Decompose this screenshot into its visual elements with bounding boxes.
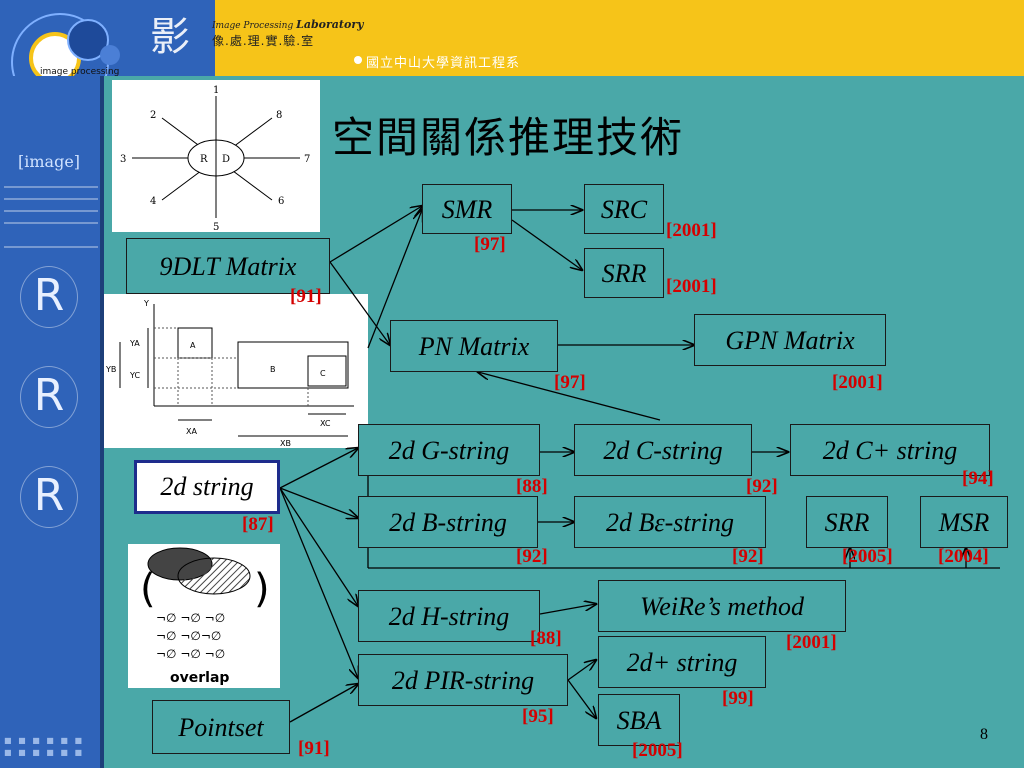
ref-src: [2001] bbox=[666, 220, 717, 241]
direction-label-4: 4 bbox=[150, 196, 156, 207]
node-9dlt-matrix[interactable]: 9DLT Matrix bbox=[126, 238, 330, 294]
node-2d-b-string[interactable]: 2d B-string bbox=[358, 496, 538, 548]
ref-msr: [2004] bbox=[938, 546, 989, 567]
node-gpn-matrix[interactable]: GPN Matrix bbox=[694, 314, 886, 366]
node-2d-pir-string[interactable]: 2d PIR-string bbox=[358, 654, 568, 706]
lab-zh-name: 像.處.理.實.驗.室 bbox=[212, 34, 315, 48]
projection-obj-a: A bbox=[190, 341, 196, 350]
lab-en-prefix: Image Processing bbox=[212, 21, 294, 31]
ref-9dlt: [91] bbox=[290, 286, 322, 307]
letter-r-wireframe-icon: R bbox=[20, 466, 78, 528]
direction-label-2: 2 bbox=[150, 110, 156, 121]
projection-figure: Y A B C YA YB YC XA XB XC bbox=[104, 294, 368, 448]
node-2d-h-string[interactable]: 2d H-string bbox=[358, 590, 540, 642]
department-name: 國立中山大學資訊工程系 bbox=[366, 56, 521, 71]
svg-text:影: 影 bbox=[150, 14, 190, 60]
logo-text: image processing bbox=[40, 67, 119, 76]
node-msr[interactable]: MSR bbox=[920, 496, 1008, 548]
direction-label-8: 8 bbox=[276, 110, 282, 121]
ref-cplus: [94] bbox=[962, 468, 994, 489]
ref-g-string: [88] bbox=[516, 476, 548, 497]
node-srr-top[interactable]: SRR bbox=[584, 248, 664, 298]
overlap-caption: overlap bbox=[170, 670, 229, 686]
ref-pir: [95] bbox=[522, 706, 554, 727]
ref-2d-string: [87] bbox=[242, 514, 274, 535]
node-2d-cplus-string[interactable]: 2d C+ string bbox=[790, 424, 990, 476]
header-logo-area: image processing 影 bbox=[0, 0, 215, 111]
ref-2d-plus: [99] bbox=[722, 688, 754, 709]
page-number: 8 bbox=[980, 726, 988, 743]
overlap-matrix-row-2: ¬∅ ¬∅¬∅ bbox=[156, 629, 221, 643]
projection-obj-b: B bbox=[270, 365, 276, 374]
projection-xb: XB bbox=[280, 439, 291, 448]
ref-gpn: [2001] bbox=[832, 372, 883, 393]
direction-label-5: 5 bbox=[213, 222, 219, 232]
ref-srr-top: [2001] bbox=[666, 276, 717, 297]
letter-r-icon: R bbox=[20, 266, 78, 328]
lab-name: Image Processing Laboratory 像.處.理.實.驗.室 bbox=[212, 16, 364, 54]
overlap-matrix-row-1: ¬∅ ¬∅ ¬∅ bbox=[156, 611, 225, 625]
direction-center-d: D bbox=[222, 154, 230, 165]
sidebar: R R R ■ ■ ■ ■ ■ ■ ■ ■ ■ ■ ■ ■ bbox=[0, 76, 100, 768]
projection-xc: XC bbox=[320, 419, 331, 428]
projection-yc: YC bbox=[129, 371, 140, 380]
ref-weire: [2001] bbox=[786, 632, 837, 653]
node-weire-method[interactable]: WeiRe’s method bbox=[598, 580, 846, 632]
node-srr-mid[interactable]: SRR bbox=[806, 496, 888, 548]
bullet-icon bbox=[354, 56, 362, 64]
ref-b-string: [92] bbox=[516, 546, 548, 567]
node-2d-c-string[interactable]: 2d C-string bbox=[574, 424, 752, 476]
projection-yb: YB bbox=[105, 365, 116, 374]
projection-obj-c: C bbox=[320, 369, 326, 378]
direction-label-1: 1 bbox=[213, 85, 219, 96]
ref-h-string: [88] bbox=[530, 628, 562, 649]
direction-label-3: 3 bbox=[120, 154, 126, 165]
node-sba[interactable]: SBA bbox=[598, 694, 680, 746]
svg-text:(: ( bbox=[140, 566, 156, 612]
direction-center-r: R bbox=[200, 154, 208, 165]
svg-text:): ) bbox=[254, 566, 270, 612]
ref-srr-mid: [2005] bbox=[842, 546, 893, 567]
ref-pointset: [91] bbox=[298, 738, 330, 759]
node-src[interactable]: SRC bbox=[584, 184, 664, 234]
ref-sba: [2005] bbox=[632, 740, 683, 761]
overlap-matrix-row-3: ¬∅ ¬∅ ¬∅ bbox=[156, 647, 225, 661]
projection-xa: XA bbox=[186, 427, 197, 436]
overlap-figure: ( ) ¬∅ ¬∅ ¬∅ ¬∅ ¬∅¬∅ ¬∅ ¬∅ ¬∅ overlap bbox=[128, 544, 280, 688]
node-pointset[interactable]: Pointset bbox=[152, 700, 290, 754]
projection-y-axis: Y bbox=[143, 299, 149, 308]
letter-r-mesh-icon: R bbox=[20, 366, 78, 428]
node-pn-matrix[interactable]: PN Matrix bbox=[390, 320, 558, 372]
lab-en-name: Laboratory bbox=[296, 18, 364, 31]
node-2d-string[interactable]: 2d string bbox=[134, 460, 280, 514]
direction-figure: R D 1 2 3 4 5 6 7 8 bbox=[112, 80, 320, 233]
ref-smr: [97] bbox=[474, 234, 506, 255]
node-2d-g-string[interactable]: 2d G-string bbox=[358, 424, 540, 476]
image-tag: [image] bbox=[18, 152, 81, 171]
node-2d-be-string[interactable]: 2d Bε-string bbox=[574, 496, 766, 548]
direction-label-7: 7 bbox=[304, 154, 310, 165]
projection-ya: YA bbox=[129, 339, 140, 348]
node-smr[interactable]: SMR bbox=[422, 184, 512, 234]
ref-c-string: [92] bbox=[746, 476, 778, 497]
slide-title: 空間關係推理技術 bbox=[332, 113, 685, 162]
direction-label-6: 6 bbox=[278, 196, 284, 207]
ref-be-string: [92] bbox=[732, 546, 764, 567]
ref-pn: [97] bbox=[554, 372, 586, 393]
sidebar-edge bbox=[100, 76, 104, 768]
node-2d-plus-string[interactable]: 2d+ string bbox=[598, 636, 766, 688]
